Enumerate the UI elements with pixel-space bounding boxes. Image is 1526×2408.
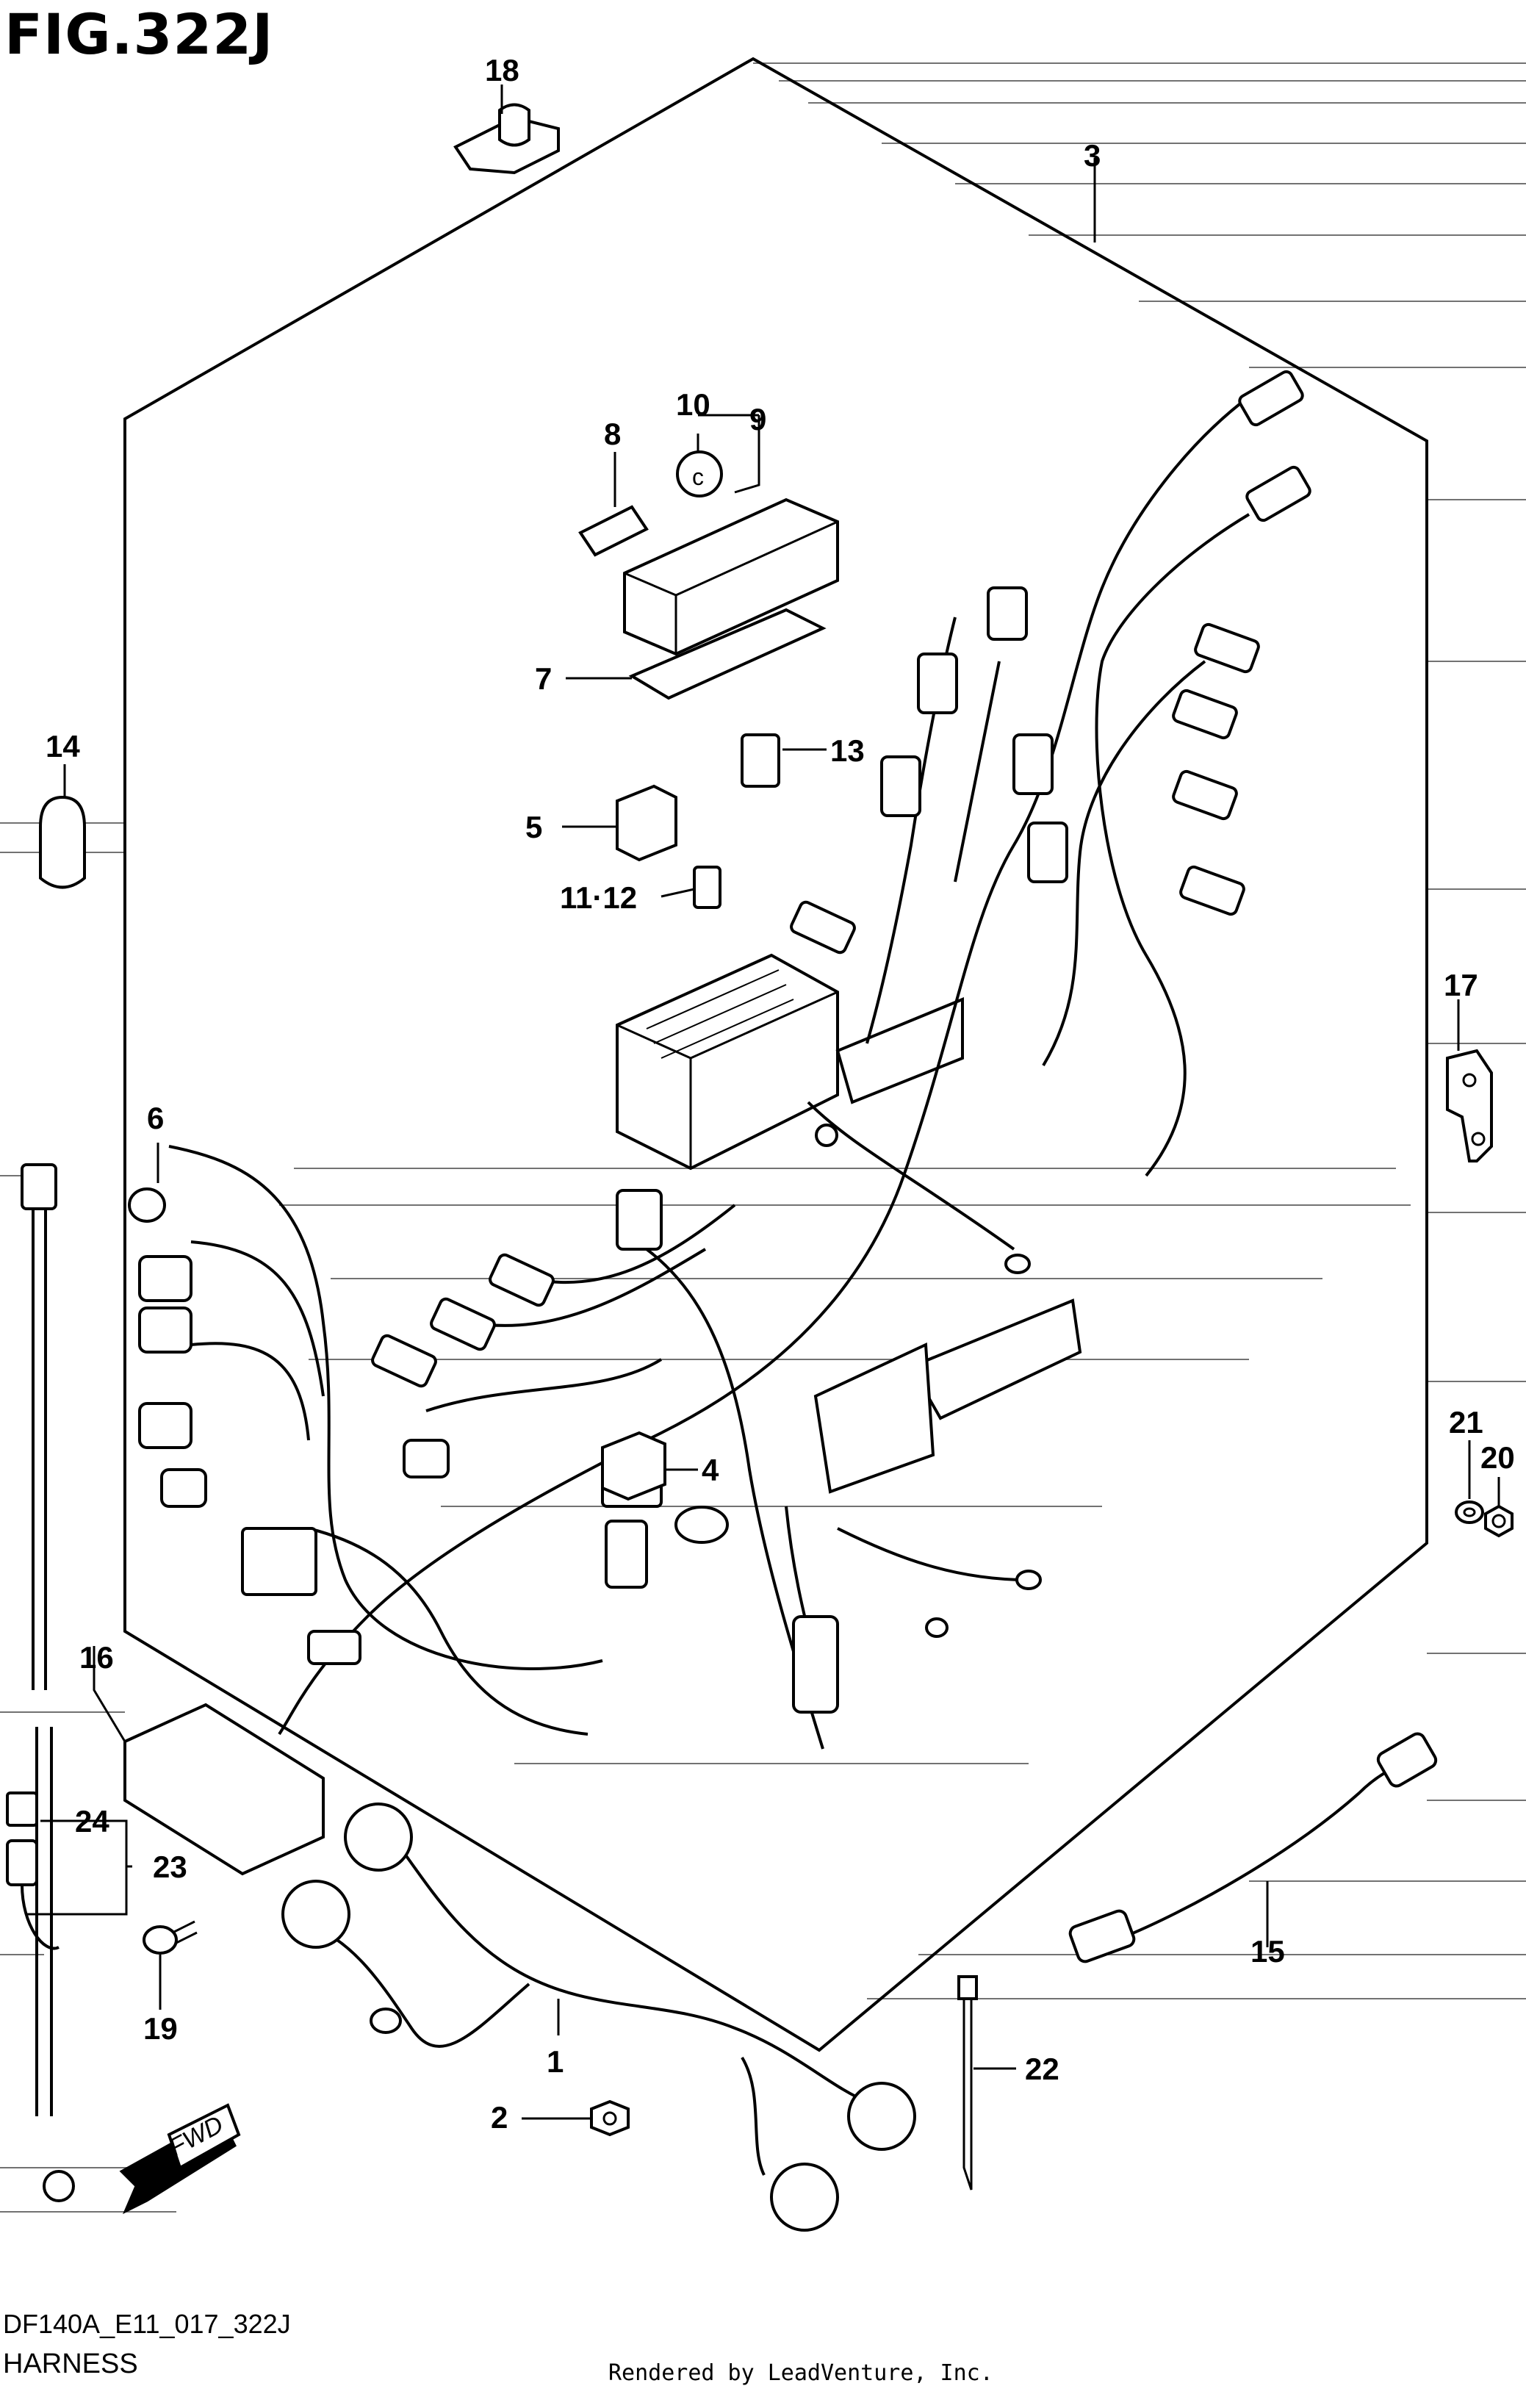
callout-14: 14	[46, 729, 80, 763]
fuse-box-part-9	[623, 497, 839, 656]
fwd-arrow-icon: FWD	[119, 2103, 241, 2215]
callout-1: 1	[547, 2044, 564, 2079]
callout-15: 15	[1250, 1934, 1285, 1969]
extension-cable-part-15	[1068, 1732, 1438, 1963]
callout-20: 20	[1480, 1440, 1515, 1475]
callout-6: 6	[147, 1101, 164, 1135]
svg-text:c: c	[692, 464, 704, 490]
clip-part-8	[578, 505, 649, 557]
nut-part-2	[590, 2099, 630, 2137]
ecu-connector	[813, 997, 1082, 1494]
mounting-bracket	[123, 1703, 325, 1876]
callout-7: 7	[535, 661, 552, 696]
render-credit: Rendered by LeadVenture, Inc.	[608, 2360, 993, 2386]
callout-4: 4	[702, 1453, 719, 1487]
section-name: HARNESS	[3, 2348, 138, 2379]
bulb-part-14	[39, 795, 86, 889]
diagram-code: DF140A_E11_017_322J	[3, 2309, 291, 2339]
callout-9: 9	[749, 402, 766, 436]
leader-lines	[26, 85, 1500, 2120]
relay-part-4	[601, 1431, 729, 1544]
fuse-holder-part-23-24	[6, 1791, 60, 1950]
callout-11-12: 11·12	[560, 880, 637, 915]
harness-assembly	[168, 395, 1250, 1750]
callout-17: 17	[1444, 968, 1478, 1002]
fuse-part-13	[741, 733, 780, 788]
nut-part-20	[1484, 1504, 1514, 1538]
callout-5: 5	[525, 810, 542, 844]
sub-harness-part-1	[281, 1803, 916, 2232]
cable-tie-part-22	[957, 1975, 978, 2190]
screw-part-19	[143, 1920, 198, 1955]
callout-labels: 1 2 3 4 5 6 7 8 9 10 11·12 13 14 15 16 1…	[46, 53, 1515, 2135]
relay-part-5	[616, 784, 677, 862]
callout-23: 23	[153, 1850, 187, 1884]
bracket-part-17	[1446, 1049, 1493, 1162]
callout-10: 10	[676, 387, 710, 422]
blade-fuse-part-11-12	[693, 866, 721, 909]
callout-22: 22	[1025, 2052, 1059, 2086]
callout-16: 16	[79, 1640, 114, 1675]
assembly-outline	[123, 57, 1428, 2052]
cable-part-16	[21, 1163, 75, 2202]
clamp-part-18	[453, 103, 560, 175]
callout-3: 3	[1084, 138, 1101, 173]
callout-24: 24	[75, 1804, 109, 1839]
callout-19: 19	[143, 2011, 178, 2046]
cap-part-10: c	[676, 450, 723, 497]
callout-2: 2	[491, 2100, 508, 2135]
figure-title: FIG.322J	[4, 1, 274, 67]
scan-line-artifacts	[0, 62, 1526, 2213]
callout-21: 21	[1449, 1405, 1483, 1440]
washer-part-21	[1455, 1500, 1484, 1524]
callout-13: 13	[830, 733, 865, 768]
junction-box	[616, 953, 839, 1171]
fuse-box-base-part-7	[628, 608, 827, 700]
callout-8: 8	[604, 417, 621, 451]
callout-18: 18	[485, 53, 519, 87]
